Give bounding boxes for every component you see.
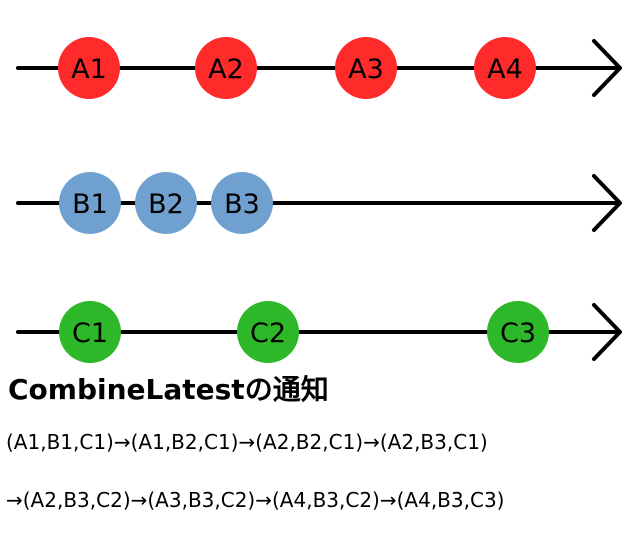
stream-a-arrow-icon: [592, 39, 622, 97]
event-a4-marble: [474, 37, 536, 99]
event-c3-label: C3: [500, 318, 536, 349]
event-b1-marble: [59, 172, 121, 234]
event-c2: C2: [237, 301, 299, 363]
event-b2-label: B2: [148, 189, 184, 220]
event-c1-label: C1: [72, 318, 108, 349]
event-a4: A4: [474, 37, 536, 99]
event-b3-marble: [211, 172, 273, 234]
event-a2: A2: [195, 37, 257, 99]
event-b1-label: B1: [72, 189, 108, 220]
event-c1-marble: [59, 301, 121, 363]
event-c3: C3: [487, 301, 549, 363]
event-c3-marble: [487, 301, 549, 363]
event-a1-label: A1: [71, 54, 107, 85]
stream-b-arrow-icon: [592, 174, 622, 232]
notification-sequence-line-1: (A1,B1,C1)→(A1,B2,C1)→(A2,B2,C1)→(A2,B3,…: [6, 430, 488, 454]
event-a3-label: A3: [348, 54, 384, 85]
stream-b: B1 B2 B3: [16, 172, 622, 234]
event-b2-marble: [135, 172, 197, 234]
event-a1-marble: [58, 37, 120, 99]
event-b2: B2: [135, 172, 197, 234]
event-a2-marble: [195, 37, 257, 99]
event-b3: B3: [211, 172, 273, 234]
stream-a: A1 A2 A3 A4: [16, 37, 622, 99]
event-a3-marble: [335, 37, 397, 99]
event-a2-label: A2: [208, 54, 244, 85]
event-a1: A1: [58, 37, 120, 99]
notification-sequence-line-2: →(A2,B3,C2)→(A3,B3,C2)→(A4,B3,C2)→(A4,B3…: [6, 488, 505, 512]
event-a4-label: A4: [487, 54, 523, 85]
event-a3: A3: [335, 37, 397, 99]
stream-c: C1 C2 C3: [16, 301, 622, 363]
event-c2-marble: [237, 301, 299, 363]
event-c1: C1: [59, 301, 121, 363]
event-c2-label: C2: [250, 318, 286, 349]
event-b3-label: B3: [224, 189, 260, 220]
stream-c-arrow-icon: [592, 303, 622, 361]
event-b1: B1: [59, 172, 121, 234]
combinelatest-heading: CombineLatestの通知: [8, 373, 329, 406]
